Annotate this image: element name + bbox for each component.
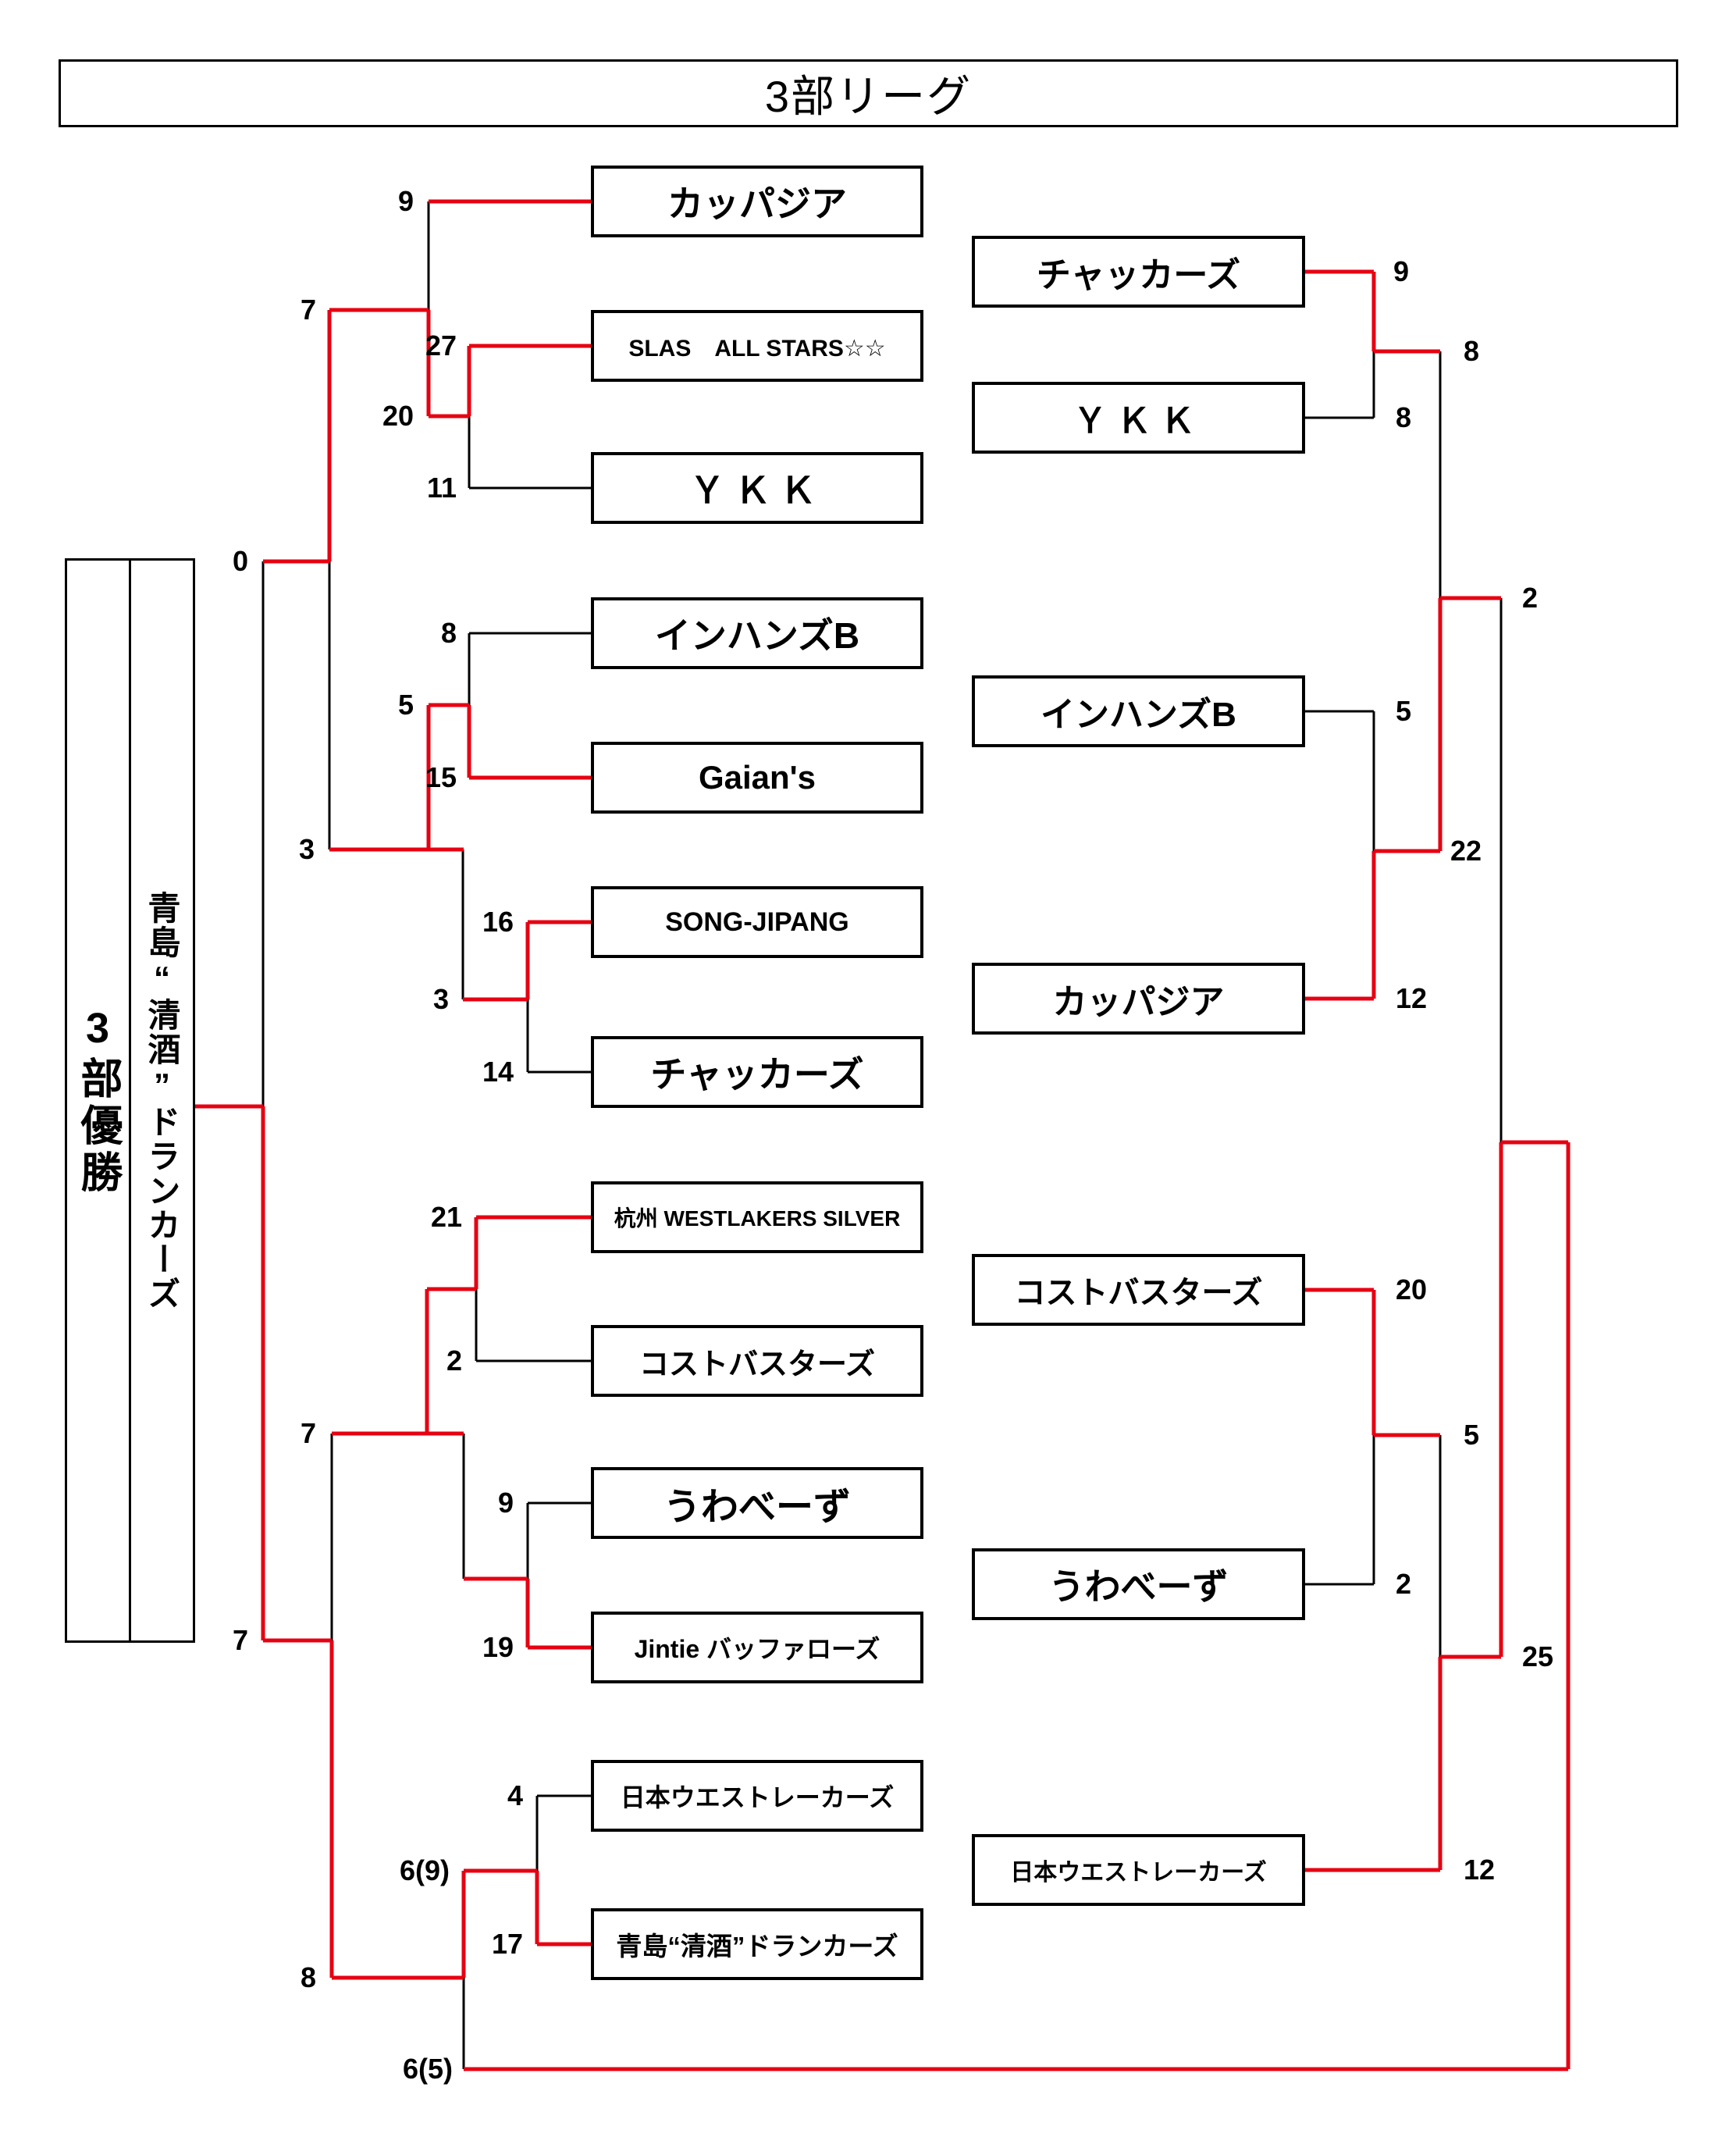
score-label: 8: [1464, 335, 1480, 367]
team-name: ＹＫＫ: [1073, 402, 1204, 440]
score-label: 9: [397, 185, 414, 217]
team-name: 青島“清酒”ドランカーズ: [616, 1932, 898, 1961]
team-name: Jintie バッファローズ: [634, 1635, 880, 1663]
right-team-box-chackers: チャッカーズ: [972, 236, 1305, 308]
score-label: 17: [491, 1928, 523, 1960]
team-name: SONG-JIPANG: [665, 906, 849, 937]
left-team-box-gaians: Gaian's: [591, 742, 923, 814]
left-team-box-slas-allstars: SLAS ALL STARS☆☆: [591, 310, 923, 382]
score-label: 7: [232, 1624, 248, 1656]
team-name: Gaian's: [698, 759, 816, 796]
left-team-box-ykk: ＹＫＫ: [591, 452, 923, 524]
score-label: 12: [1396, 982, 1428, 1014]
team-name: カッパジア: [1052, 983, 1225, 1021]
score-label: 8: [1396, 401, 1412, 433]
left-team-box-uwabeezu: うわべーず: [591, 1467, 923, 1539]
left-team-box-japan-westlakers: 日本ウエストレーカーズ: [591, 1760, 923, 1832]
score-label: 2: [1396, 1568, 1412, 1600]
team-name: カッパジア: [667, 183, 847, 224]
left-team-box-kappajia: カッパジア: [591, 166, 923, 237]
score-label: 2: [446, 1345, 462, 1377]
score-label: 5: [1396, 695, 1412, 727]
left-team-box-chackers: チャッカーズ: [591, 1036, 923, 1108]
score-label: 2: [1522, 582, 1539, 614]
score-label: 6(9): [399, 1854, 450, 1886]
score-label: 20: [1396, 1273, 1428, 1305]
team-name: チャッカーズ: [650, 1054, 864, 1095]
score-label: 27: [425, 329, 457, 362]
right-team-box-costbusters: コストバスターズ: [972, 1254, 1305, 1326]
score-label: 25: [1522, 1640, 1554, 1672]
team-name: コストバスターズ: [639, 1348, 876, 1381]
left-team-box-costbusters: コストバスターズ: [591, 1325, 923, 1397]
score-label: 16: [482, 906, 514, 938]
team-name: インハンズB: [1041, 696, 1236, 734]
left-team-box-song-jipang: SONG-JIPANG: [591, 886, 923, 958]
score-label: 9: [497, 1487, 514, 1519]
score-label: 7: [300, 1417, 316, 1449]
team-name: 日本ウエストレーカーズ: [1010, 1860, 1267, 1886]
score-label: 21: [430, 1201, 462, 1233]
score-label: 22: [1450, 835, 1482, 867]
left-team-box-qingdao-drunkers: 青島“清酒”ドランカーズ: [591, 1908, 923, 1980]
left-team-box-jintie-buffaloes: Jintie バッファローズ: [591, 1612, 923, 1683]
team-name: コストバスターズ: [1014, 1276, 1263, 1310]
score-label: 12: [1464, 1854, 1496, 1886]
team-name: うわべーず: [663, 1487, 851, 1528]
right-team-box-ykk: ＹＫＫ: [972, 382, 1305, 454]
score-label: 3: [298, 833, 315, 865]
team-name: 日本ウエストレーカーズ: [620, 1783, 895, 1811]
score-label: 8: [300, 1961, 316, 1993]
score-label: 0: [232, 545, 248, 577]
team-name: SLAS ALL STARS☆☆: [628, 336, 886, 362]
score-label: 14: [482, 1056, 514, 1088]
left-team-box-westlakers: 杭州 WESTLAKERS SILVER: [591, 1181, 923, 1253]
score-label: 3: [432, 983, 449, 1015]
team-name: チャッカーズ: [1036, 256, 1241, 294]
score-label: 7: [300, 294, 316, 326]
team-name: うわべーず: [1048, 1566, 1229, 1607]
page-title: 3部リーグ: [764, 72, 973, 121]
right-team-box-japan-westlakers: 日本ウエストレーカーズ: [972, 1834, 1305, 1906]
team-name: 杭州 WESTLAKERS SILVER: [614, 1206, 901, 1231]
left-team-box-inhands-b: インハンズB: [591, 597, 923, 669]
score-label: 20: [382, 400, 414, 432]
score-label: 6(5): [402, 2053, 453, 2085]
score-label: 9: [1393, 255, 1410, 287]
champion-label: 3部優勝: [67, 561, 131, 1640]
score-label: 5: [397, 689, 414, 721]
champion-team: 青島“清酒”ドランカーズ: [144, 890, 180, 1311]
score-label: 5: [1464, 1419, 1480, 1451]
score-label: 11: [426, 472, 457, 504]
score-label: 19: [482, 1631, 514, 1663]
score-label: 15: [425, 761, 457, 793]
right-team-box-kappajia: カッパジア: [972, 963, 1305, 1035]
team-name: インハンズB: [654, 615, 860, 656]
right-team-box-uwabeezu: うわべーず: [972, 1548, 1305, 1620]
score-label: 4: [507, 1779, 523, 1811]
score-label: 8: [440, 617, 457, 649]
title-box: 3部リーグ: [59, 59, 1678, 127]
right-team-box-inhands-b: インハンズB: [972, 675, 1305, 747]
champion-box: 3部優勝 青島“清酒”ドランカーズ: [65, 558, 195, 1643]
team-name: ＹＫＫ: [689, 470, 825, 511]
